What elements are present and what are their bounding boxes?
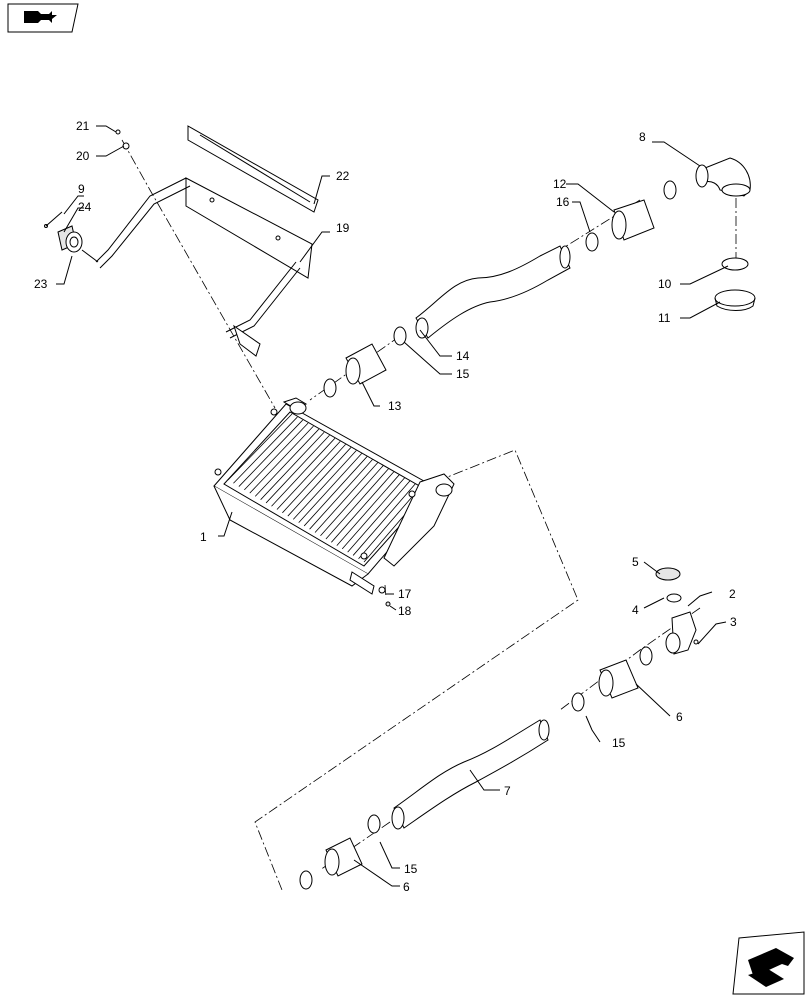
callout-12: 12	[553, 177, 567, 191]
callout-19: 19	[336, 221, 350, 235]
callout-10: 10	[658, 277, 672, 291]
upper-hose-part	[393, 245, 571, 346]
callout-14: 14	[456, 349, 470, 363]
lower-hose-part	[391, 719, 550, 830]
callout-9: 9	[78, 182, 85, 196]
cooler-fin	[276, 441, 341, 510]
callout-8: 8	[639, 130, 646, 144]
support-bracket-part	[95, 177, 313, 357]
cooler-fin	[254, 428, 320, 497]
cooler-fin	[303, 456, 368, 527]
next-page-arrow-icon[interactable]	[732, 931, 805, 995]
callout-15-right: 15	[612, 736, 626, 750]
shroud-strip-part	[187, 125, 319, 213]
callout-3: 3	[730, 615, 737, 629]
clamp-hardware-part	[44, 211, 99, 263]
leader-lines	[56, 125, 729, 887]
elbow-part	[695, 157, 751, 197]
callout-22: 22	[336, 169, 350, 183]
bolt-washer-part	[378, 586, 391, 607]
cooler-fin	[249, 425, 314, 494]
cooler-fin	[227, 413, 293, 481]
callout-4: 4	[632, 603, 639, 617]
cooler-fin	[282, 444, 346, 514]
callout-15-upper: 15	[456, 367, 470, 381]
callout-2: 2	[729, 587, 736, 601]
callout-21: 21	[76, 119, 90, 133]
charge-air-cooler-part	[213, 397, 455, 595]
callout-labels: 1 2 3 4 5 6 6 7 8 9 10 11 12 13 14 15 15…	[34, 119, 737, 894]
cooler-fin	[331, 471, 395, 543]
cooler-fin	[260, 431, 325, 500]
callout-1: 1	[200, 530, 207, 544]
cooler-fin	[358, 486, 421, 559]
cooler-fin	[298, 453, 362, 523]
callout-16: 16	[556, 195, 570, 209]
cooler-fin	[265, 435, 330, 504]
cooler-fin	[238, 419, 304, 487]
callout-20: 20	[76, 149, 90, 163]
cooler-fin	[325, 468, 389, 540]
lower-coupling-right-part	[571, 646, 653, 712]
lower-coupling-left-part	[299, 814, 381, 890]
hose-coupling-part	[585, 180, 677, 252]
cooler-fin	[352, 483, 416, 556]
callout-13: 13	[388, 399, 402, 413]
callout-17: 17	[398, 587, 412, 601]
cooler-fin	[314, 462, 379, 533]
cooler-fin	[271, 438, 336, 507]
cooler-fin	[347, 480, 411, 553]
cooler-fin	[244, 422, 309, 491]
cooler-fin	[287, 447, 352, 517]
callout-15-left: 15	[404, 862, 418, 876]
cooler-fin	[320, 465, 384, 537]
cooler-fin	[341, 477, 405, 550]
callout-23: 23	[34, 277, 48, 291]
callout-24: 24	[78, 200, 92, 214]
callout-6-right: 6	[676, 710, 683, 724]
callout-6-left: 6	[403, 880, 410, 894]
callout-11: 11	[658, 311, 671, 325]
cooler-fin	[309, 459, 373, 530]
hose-coupling-upper-part	[323, 343, 387, 398]
washer-nut-part	[115, 129, 130, 150]
callout-5: 5	[632, 555, 639, 569]
book-arrow-icon[interactable]	[7, 3, 79, 33]
cooler-fin	[233, 416, 298, 484]
callout-7: 7	[504, 784, 511, 798]
cooler-fin	[292, 450, 357, 520]
callout-18: 18	[398, 604, 412, 618]
seal-ring-part	[714, 257, 756, 311]
cooler-fin	[336, 474, 400, 546]
lower-elbow-assembly-part	[655, 567, 699, 655]
